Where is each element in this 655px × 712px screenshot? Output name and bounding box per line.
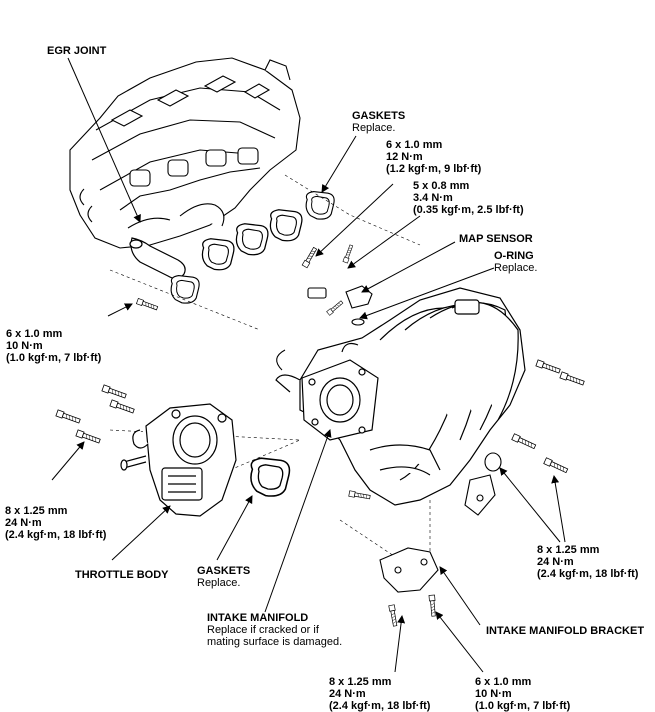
label-throttle-body: THROTTLE BODY bbox=[75, 569, 169, 581]
bolt-8x125-left-size: 8 x 1.25 mm bbox=[5, 505, 68, 517]
bolt-5x08-size: 5 x 0.8 mm bbox=[413, 180, 470, 192]
label-intake-manifold-bracket: INTAKE MANIFOLD BRACKET bbox=[486, 625, 644, 637]
bolt-6x10-bottom-torque: 10 N·m bbox=[475, 688, 512, 700]
bolt-5x08-alt: (0.35 kgf·m, 2.5 lbf·ft) bbox=[413, 204, 524, 216]
small-bolts bbox=[301, 244, 354, 316]
gaskets-bottom-note: Replace. bbox=[197, 577, 241, 589]
gaskets-top-note: Replace. bbox=[352, 122, 396, 134]
label-egr-joint: EGR JOINT bbox=[47, 45, 106, 57]
bolt-8x125-right-alt: (2.4 kgf·m, 18 lbf·ft) bbox=[537, 568, 639, 580]
label-bolt-5x08: 5 x 0.8 mm 3.4 N·m (0.35 kgf·m, 2.5 lbf·… bbox=[413, 180, 524, 216]
label-bolt-6x10-top: 6 x 1.0 mm 12 N·m (1.2 kgf·m, 9 lbf·ft) bbox=[386, 139, 481, 175]
bolt-8x125-bottom-alt: (2.4 kgf·m, 18 lbf·ft) bbox=[329, 700, 431, 712]
bolt-6x10-bottom-size: 6 x 1.0 mm bbox=[475, 676, 532, 688]
label-bolt-8x125-bottom: 8 x 1.25 mm 24 N·m (2.4 kgf·m, 18 lbf·ft… bbox=[329, 676, 430, 712]
bolt-8x125-right-torque: 24 N·m bbox=[537, 556, 574, 568]
bracket-bolts bbox=[388, 594, 437, 627]
bolt-6x10-left-torque: 10 N·m bbox=[6, 340, 43, 352]
bolt-6x10-top-alt: (1.2 kgf·m, 9 lbf·ft) bbox=[386, 163, 482, 175]
o-ring-note: Replace. bbox=[494, 262, 538, 274]
bolt-6x10-top-torque: 12 N·m bbox=[386, 151, 423, 163]
bolt-6x10-left-alt: (1.0 kgf·m, 7 lbf·ft) bbox=[6, 352, 102, 364]
bolt-8x125-left-torque: 24 N·m bbox=[5, 517, 42, 529]
intake-manifold-title: INTAKE MANIFOLD bbox=[207, 612, 309, 624]
bolt-8x125-left-alt: (2.4 kgf·m, 18 lbf·ft) bbox=[5, 529, 107, 541]
egr-joint-part bbox=[129, 237, 186, 280]
gaskets-top-title: GASKETS bbox=[352, 110, 406, 122]
bolt-5x08-torque: 3.4 N·m bbox=[413, 192, 453, 204]
throttle-gasket bbox=[250, 457, 291, 497]
map-sensor-title: MAP SENSOR bbox=[459, 233, 533, 245]
intake-manifold-bracket-part bbox=[379, 547, 439, 593]
bolt-6x10-top-size: 6 x 1.0 mm bbox=[386, 139, 443, 151]
bolt-8x125-right-size: 8 x 1.25 mm bbox=[537, 544, 600, 556]
label-gaskets-top: GASKETS Replace. bbox=[352, 110, 405, 134]
label-bolt-6x10-left: 6 x 1.0 mm 10 N·m (1.0 kgf·m, 7 lbf·ft) bbox=[6, 328, 101, 364]
cylinder-head bbox=[69, 57, 301, 249]
intake-manifold-bracket-title: INTAKE MANIFOLD BRACKET bbox=[486, 625, 645, 637]
intake-manifold-part bbox=[275, 287, 526, 506]
throttle-body-bolts bbox=[55, 298, 159, 445]
bolt-6x10-bottom-alt: (1.0 kgf·m, 7 lbf·ft) bbox=[475, 700, 571, 712]
throttle-body-title: THROTTLE BODY bbox=[75, 569, 169, 581]
gaskets-bottom-title: GASKETS bbox=[197, 565, 251, 577]
label-bolt-8x125-left: 8 x 1.25 mm 24 N·m (2.4 kgf·m, 18 lbf·ft… bbox=[5, 505, 106, 541]
egr-joint-title: EGR JOINT bbox=[47, 45, 107, 57]
label-gaskets-bottom: GASKETS Replace. bbox=[197, 565, 250, 589]
label-o-ring: O-RING Replace. bbox=[494, 250, 537, 274]
label-bolt-6x10-bottom: 6 x 1.0 mm 10 N·m (1.0 kgf·m, 7 lbf·ft) bbox=[475, 676, 570, 712]
o-ring-title: O-RING bbox=[494, 250, 534, 262]
label-bolt-8x125-right: 8 x 1.25 mm 24 N·m (2.4 kgf·m, 18 lbf·ft… bbox=[537, 544, 638, 580]
bolt-8x125-bottom-size: 8 x 1.25 mm bbox=[329, 676, 392, 688]
label-intake-manifold: INTAKE MANIFOLD Replace if cracked or if… bbox=[207, 612, 342, 648]
bolt-6x10-left-size: 6 x 1.0 mm bbox=[6, 328, 63, 340]
bolt-8x125-bottom-torque: 24 N·m bbox=[329, 688, 366, 700]
intake-manifold-note-1: Replace if cracked or if bbox=[207, 624, 319, 636]
intake-manifold-note-2: mating surface is damaged. bbox=[207, 636, 343, 648]
throttle-body-part bbox=[120, 403, 237, 517]
label-map-sensor: MAP SENSOR bbox=[459, 233, 533, 245]
